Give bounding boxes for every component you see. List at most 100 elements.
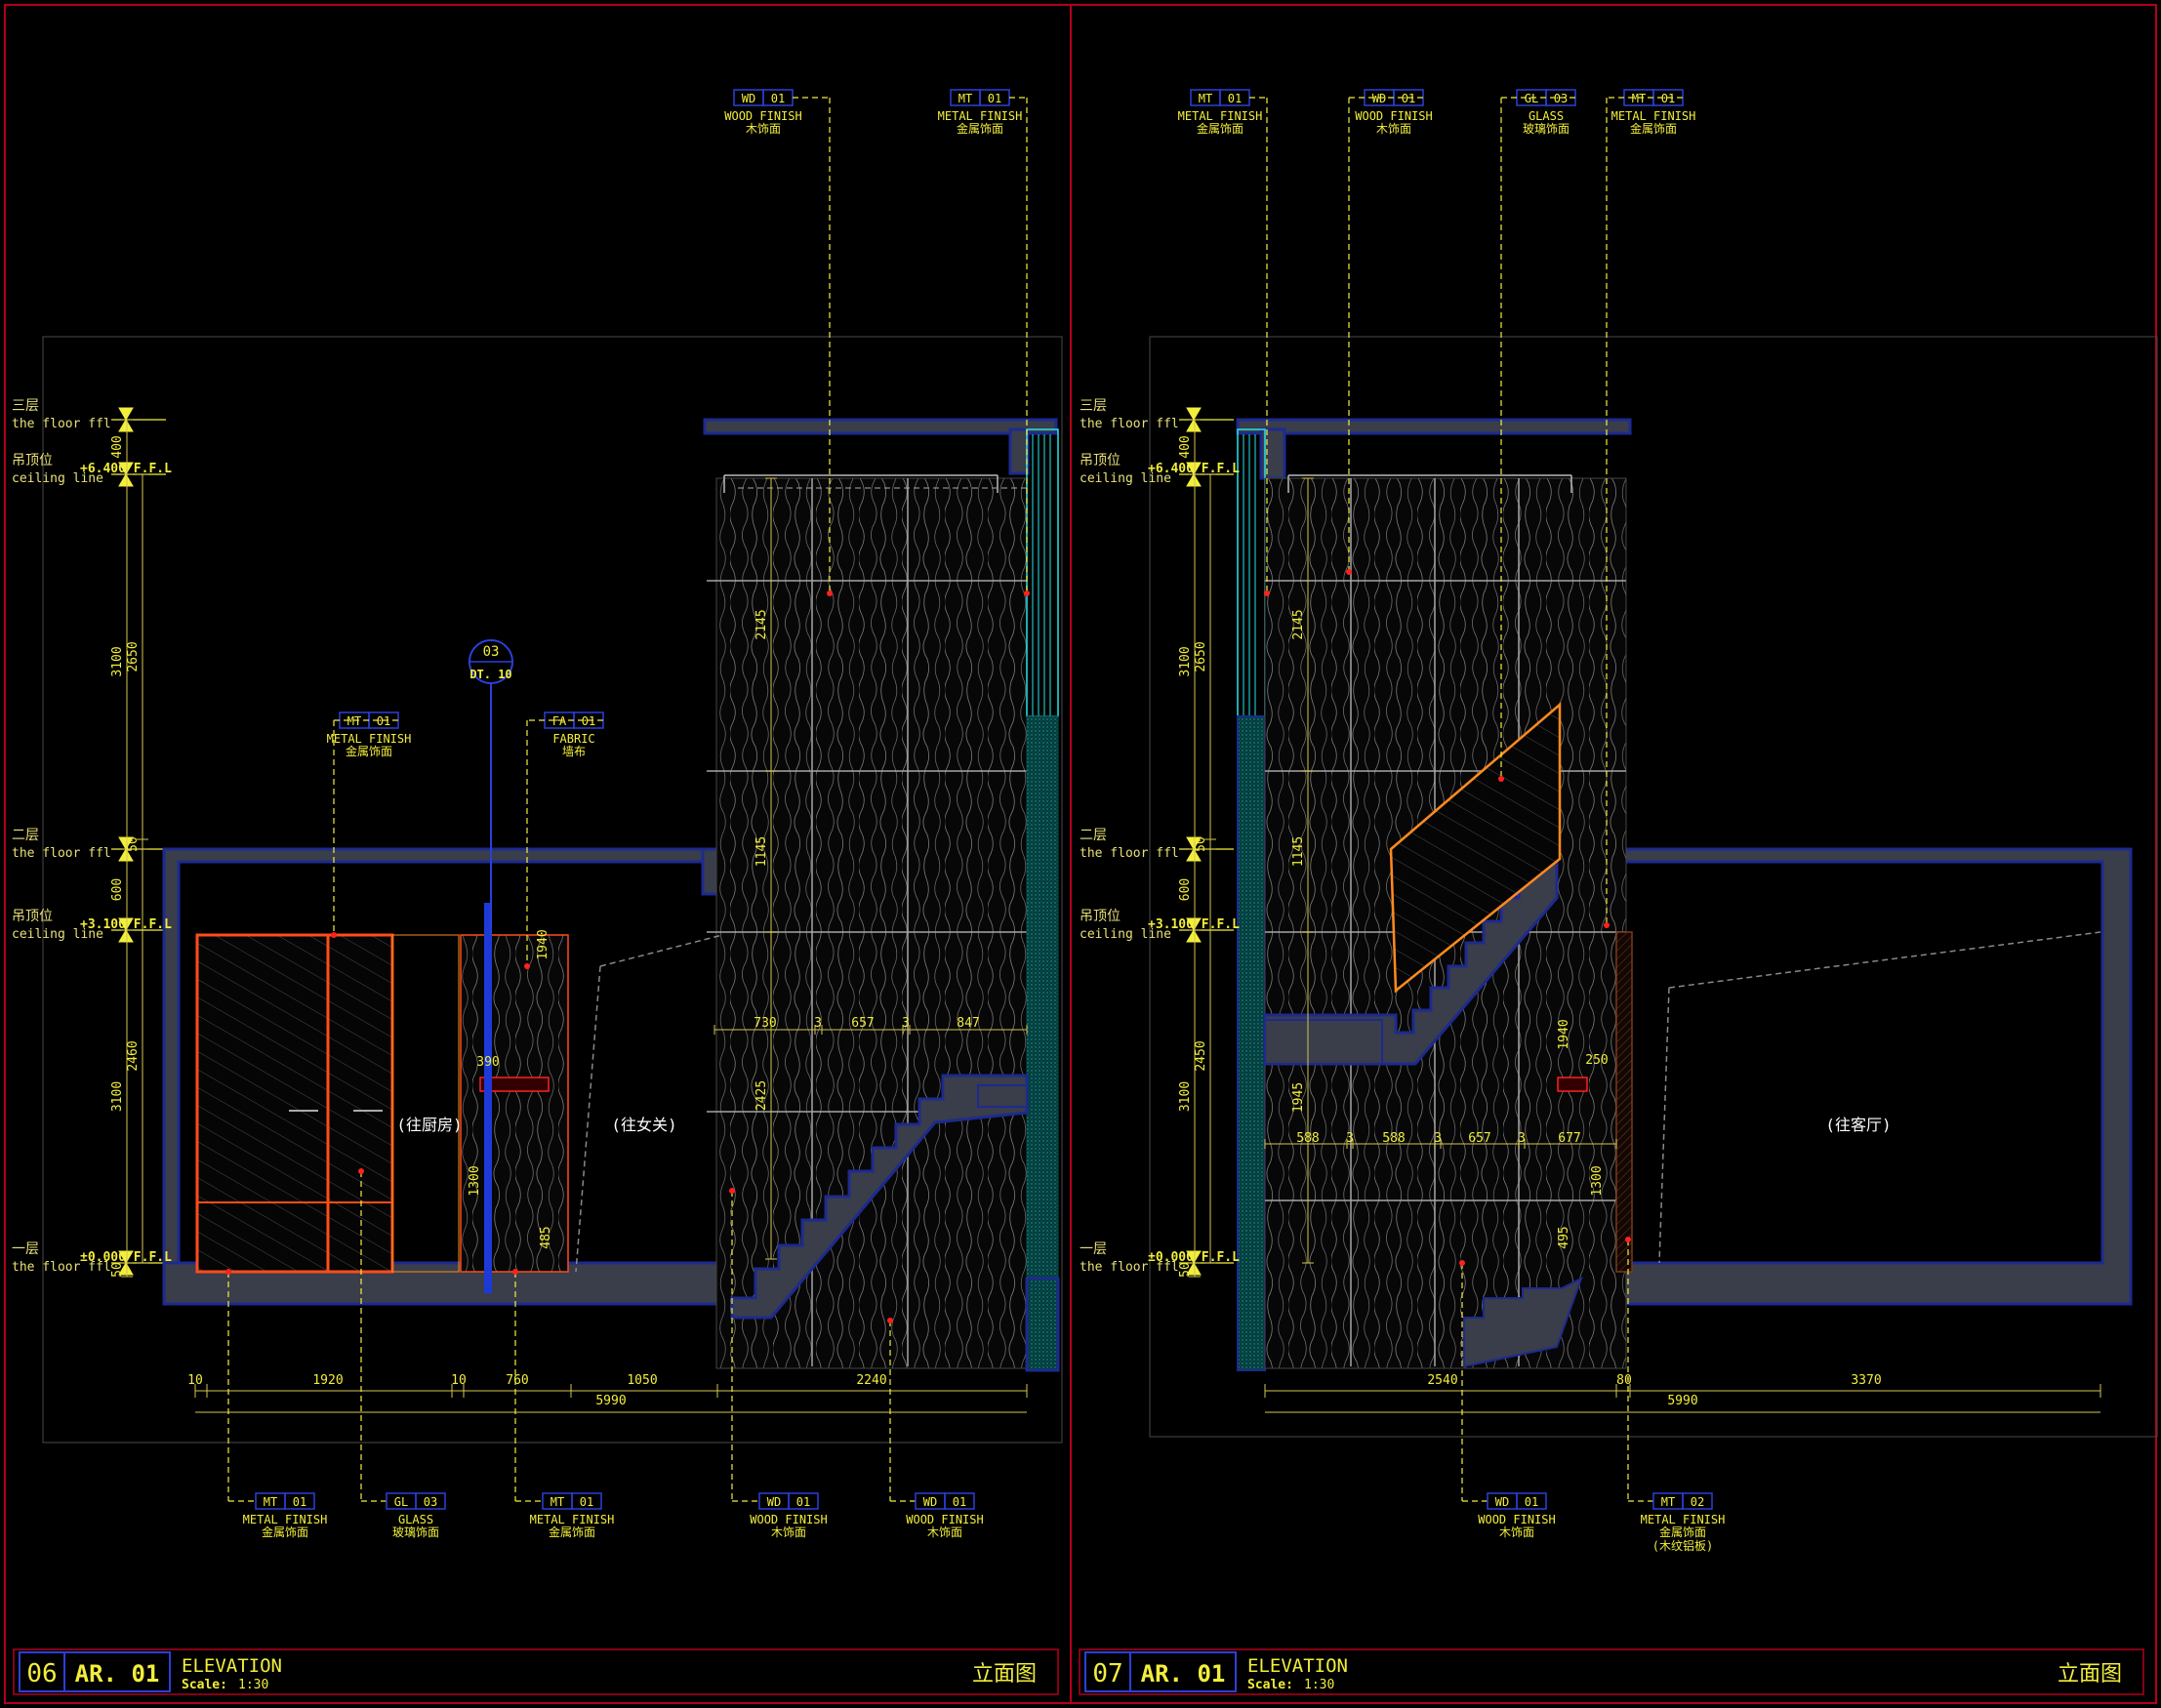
dim-value: 2450 <box>1194 1040 1208 1071</box>
tag-number-box <box>788 1492 819 1510</box>
level-name-en: ceiling line <box>12 471 103 486</box>
second-floor-slab <box>1555 847 2133 1306</box>
stone-column-base <box>1025 1277 1060 1372</box>
opening-outline <box>1658 931 2101 1264</box>
tag-material-cn: 墙布 <box>562 745 586 758</box>
glass-balustrade <box>1389 702 1562 994</box>
dim-value: 3 <box>1434 1131 1442 1146</box>
level-name-cn: 吊顶位 <box>1080 453 1121 468</box>
room-label: (往女关) <box>611 1116 676 1134</box>
dim-value: 400 <box>1178 435 1193 458</box>
dim-value: 2540 <box>1427 1373 1457 1388</box>
tag-material-cn: 木饰面 <box>771 1525 806 1539</box>
level-marker: +6.400 F.F.L <box>1148 462 1240 476</box>
level-triangle <box>1186 929 1202 943</box>
tag-code: WD <box>1495 1495 1509 1509</box>
dim-value: 1145 <box>1291 836 1306 867</box>
leader-dot <box>827 590 833 596</box>
tag-material-cn: 金属饰面 <box>549 1525 595 1539</box>
tag-material-cn: 金属饰面 <box>346 744 392 758</box>
tag-number: 03 <box>424 1495 437 1509</box>
tag-number: 01 <box>953 1495 966 1509</box>
tag-material-en: GLASS <box>398 1513 433 1526</box>
level-name-en: ceiling line <box>1080 927 1171 942</box>
tag-material-en: WOOD FINISH <box>724 109 801 123</box>
scale-label: Scale: <box>182 1678 227 1692</box>
dim-value: 1050 <box>627 1373 657 1388</box>
sheet-border <box>4 4 2157 1704</box>
leader-dot <box>1346 569 1352 575</box>
tag-material-en: WOOD FINISH <box>906 1513 983 1526</box>
leader-dot <box>524 963 530 969</box>
dim-value: 80 <box>1616 1373 1632 1388</box>
level-triangle <box>1186 848 1202 862</box>
tag-code: MT <box>1199 92 1212 105</box>
tag-material-en: METAL FINISH <box>243 1513 328 1526</box>
sheet-number: AR. 01 <box>75 1660 160 1688</box>
level-triangle <box>1186 917 1202 931</box>
leader-dot <box>512 1269 518 1275</box>
level-triangle <box>118 407 134 421</box>
tag-number: 01 <box>377 714 390 728</box>
drawing-number: 06 <box>26 1659 57 1688</box>
beam <box>1008 427 1030 475</box>
tag-number-box <box>284 1492 315 1510</box>
tag-material-en: METAL FINISH <box>1611 109 1696 123</box>
tag-material-en: METAL FINISH <box>530 1513 615 1526</box>
tag-material-en: WOOD FINISH <box>1478 1513 1555 1526</box>
scale-value: 1:30 <box>238 1678 268 1692</box>
dim-value: 50 <box>126 836 141 852</box>
dim-value: 3100 <box>1178 1081 1193 1112</box>
viewport-border <box>1149 336 2158 1438</box>
level-name-cn: 吊顶位 <box>1080 909 1121 924</box>
level-marker: ±0.000 F.F.L <box>1148 1250 1240 1265</box>
level-triangle <box>118 473 134 487</box>
tag-material-en: METAL FINISH <box>327 732 412 746</box>
dim-value: 847 <box>957 1016 979 1031</box>
tag-material-en: METAL FINISH <box>1178 109 1263 123</box>
level-marker: ±0.000 F.F.L <box>80 1250 172 1265</box>
level-name-cn: 一层 <box>12 1241 39 1257</box>
level-triangle <box>118 929 134 943</box>
dim-value: 2425 <box>754 1080 769 1111</box>
level-name-cn: 一层 <box>1080 1241 1107 1257</box>
level-marker: +3.100 F.F.L <box>1148 917 1240 932</box>
dim-value: 2145 <box>754 609 769 639</box>
level-name-cn: 二层 <box>1080 828 1107 843</box>
tag-code: WD <box>923 1495 937 1509</box>
stair-stringer <box>730 1074 1029 1320</box>
tag-number: 01 <box>1228 92 1242 105</box>
title-block-06 <box>13 1648 1059 1695</box>
tag-number: 01 <box>1661 92 1675 105</box>
drawing-background <box>42 336 2158 1444</box>
level-triangle <box>1186 407 1202 421</box>
wood-grain-aluminium-panel <box>1615 931 1633 1273</box>
dim-value: 588 <box>1382 1131 1405 1146</box>
tag-code: GL <box>1525 92 1538 105</box>
tag-code: GL <box>394 1495 408 1509</box>
dim-value: 390 <box>476 1055 499 1070</box>
dim-value: 3 <box>814 1016 822 1031</box>
tag-material-en: METAL FINISH <box>938 109 1023 123</box>
tag-material-cn: 金属饰面 <box>1197 121 1244 136</box>
tag-material-cn: 木饰面 <box>746 122 781 136</box>
level-name-en: the floor ffl <box>12 1260 111 1275</box>
leader-dot <box>887 1318 893 1323</box>
tag-material-cn: 木饰面 <box>927 1525 962 1539</box>
door-frame <box>391 934 460 1273</box>
tag-number: 01 <box>293 1495 306 1509</box>
tag-material-en: FABRIC <box>552 732 594 746</box>
level-name-cn: 吊顶位 <box>12 453 53 468</box>
level-name-en: ceiling line <box>12 927 103 942</box>
tag-material-en: GLASS <box>1529 109 1564 123</box>
tag-number: 01 <box>582 714 595 728</box>
tag-code: MT <box>347 714 361 728</box>
level-triangle <box>118 848 134 862</box>
detail-callout-ref: DT. 10 <box>469 668 511 681</box>
